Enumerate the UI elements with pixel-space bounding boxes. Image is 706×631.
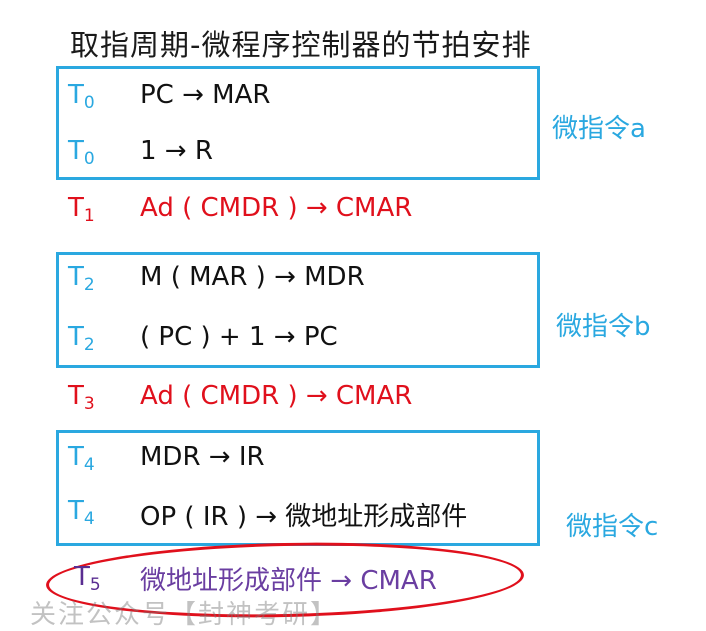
operation-pc-increment: ( PC ) + 1 → PC [140,322,338,352]
operation-micro-address-unit-to-cmar: 微地址形成部件 → CMAR [140,566,437,596]
timing-label-t3: T3 [68,381,95,414]
micro-instruction-b-box [56,252,540,368]
operation-mdr-to-ir: MDR → IR [140,442,265,472]
timing-label-t1: T1 [68,193,95,226]
micro-instruction-b-label: 微指令b [556,312,651,342]
timing-label-t0-a: T0 [68,80,95,113]
timing-label-t4-a: T4 [68,442,95,475]
watermark-text: 关注公众号【封神考研】 [30,600,339,630]
micro-instruction-c-box [56,430,540,546]
timing-label-t2-b: T2 [68,322,95,355]
micro-instruction-a-box [56,66,540,180]
operation-op-ir-to-micro-address-unit: OP ( IR ) → 微地址形成部件 [140,502,468,532]
page-title: 取指周期-微程序控制器的节拍安排 [70,28,532,62]
micro-instruction-c-label: 微指令c [566,512,659,542]
timing-label-t5: T5 [74,562,101,595]
micro-instruction-a-label: 微指令a [552,114,646,144]
timing-label-t4-b: T4 [68,496,95,529]
operation-pc-to-mar: PC → MAR [140,80,271,110]
operation-ad-cmdr-to-cmar-1: Ad ( CMDR ) → CMAR [140,193,413,223]
operation-ad-cmdr-to-cmar-2: Ad ( CMDR ) → CMAR [140,381,413,411]
timing-label-t0-b: T0 [68,136,95,169]
operation-m-mar-to-mdr: M ( MAR ) → MDR [140,262,365,292]
operation-1-to-r: 1 → R [140,136,213,166]
timing-label-t2-a: T2 [68,262,95,295]
